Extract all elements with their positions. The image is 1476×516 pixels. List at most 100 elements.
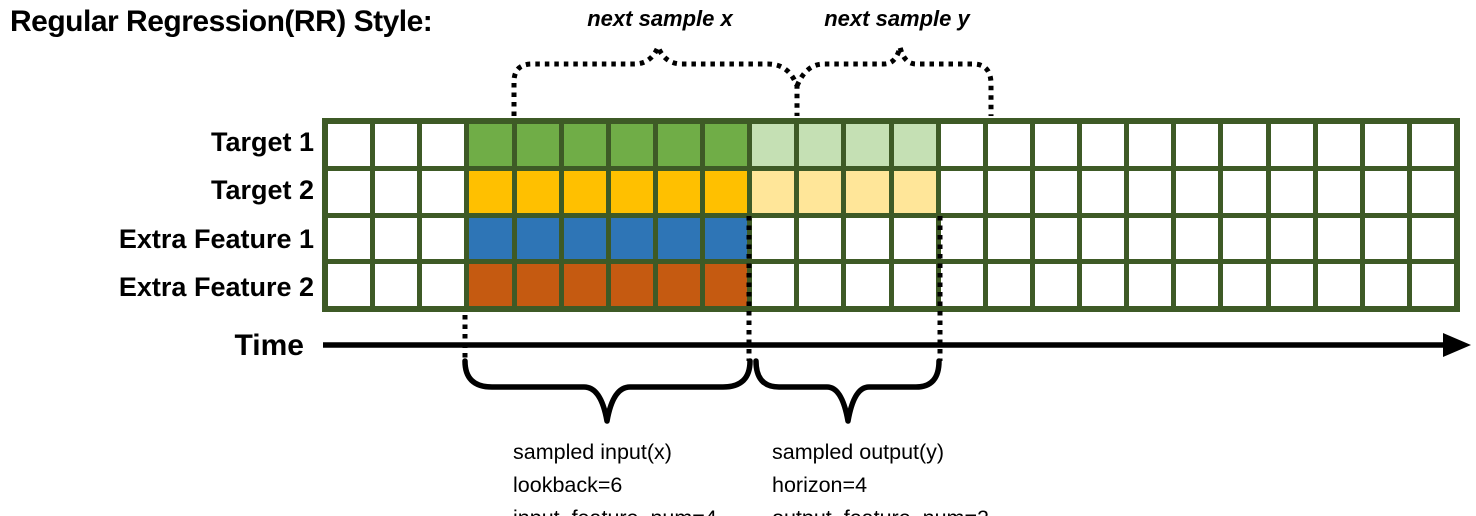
cell-r2-c3	[422, 170, 465, 213]
cell-r3-c15	[987, 217, 1030, 260]
cell-r2-c7	[610, 170, 653, 213]
lookback-value: lookback=6	[513, 473, 623, 497]
row-label-target-2: Target 2	[210, 175, 314, 206]
cell-r3-c7	[610, 217, 653, 260]
cell-r4-c17	[1082, 264, 1125, 306]
cell-r1-c24	[1411, 124, 1454, 166]
sampled-output-note: sampled output(y) horizon=4 output_featu…	[772, 436, 989, 516]
cell-r2-c4	[469, 170, 512, 213]
cell-r1-c5	[516, 124, 559, 166]
cell-r4-c13	[893, 264, 936, 306]
cell-r2-c1	[328, 170, 371, 213]
cell-r4-c14	[940, 264, 983, 306]
cell-r3-c22	[1317, 217, 1360, 260]
cell-r1-c22	[1317, 124, 1360, 166]
cell-r1-c4	[469, 124, 512, 166]
cell-r4-c11	[799, 264, 842, 306]
cell-r2-c21	[1270, 170, 1313, 213]
cell-r3-c18	[1129, 217, 1172, 260]
sampled-input-title: sampled input(x)	[513, 440, 672, 464]
sampled-input-brace	[462, 358, 753, 424]
cell-r4-c22	[1317, 264, 1360, 306]
cell-r3-c24	[1411, 217, 1454, 260]
cell-r1-c14	[940, 124, 983, 166]
cell-r2-c9	[705, 170, 748, 213]
cell-r4-c18	[1129, 264, 1172, 306]
cell-r1-c16	[1034, 124, 1077, 166]
cell-r4-c19	[1176, 264, 1219, 306]
diagram-title: Regular Regression(RR) Style:	[10, 5, 433, 38]
cell-r3-c19	[1176, 217, 1219, 260]
cell-r2-c23	[1364, 170, 1407, 213]
cell-r3-c2	[375, 217, 418, 260]
cell-r2-c14	[940, 170, 983, 213]
cell-r3-c17	[1082, 217, 1125, 260]
cell-r1-c15	[987, 124, 1030, 166]
cell-r1-c20	[1223, 124, 1266, 166]
cell-r3-c20	[1223, 217, 1266, 260]
next-sample-y-brace	[794, 46, 994, 116]
cell-r1-c18	[1129, 124, 1172, 166]
cell-r2-c6	[563, 170, 606, 213]
cell-r1-c7	[610, 124, 653, 166]
cell-r2-c13	[893, 170, 936, 213]
cell-r2-c11	[799, 170, 842, 213]
cell-r2-c24	[1411, 170, 1454, 213]
time-axis-label: Time	[234, 329, 304, 362]
sampled-output-title: sampled output(y)	[772, 440, 945, 464]
cell-r2-c8	[657, 170, 700, 213]
cell-r4-c24	[1411, 264, 1454, 306]
cell-r2-c18	[1129, 170, 1172, 213]
cell-r3-c3	[422, 217, 465, 260]
cell-r3-c14	[940, 217, 983, 260]
cell-r3-c8	[657, 217, 700, 260]
cell-r4-c23	[1364, 264, 1407, 306]
cell-r4-c9	[705, 264, 748, 306]
cell-r2-c5	[516, 170, 559, 213]
cell-r4-c12	[846, 264, 889, 306]
cell-r3-c6	[563, 217, 606, 260]
next-sample-y-label: next sample y	[824, 6, 970, 31]
cell-r1-c21	[1270, 124, 1313, 166]
cell-r1-c11	[799, 124, 842, 166]
row-label-extra-feature-1: Extra Feature 1	[118, 223, 314, 254]
cell-r2-c2	[375, 170, 418, 213]
sampled-output-brace	[753, 358, 942, 424]
time-axis-arrowhead	[1443, 333, 1471, 357]
cell-r3-c5	[516, 217, 559, 260]
cell-r3-c12	[846, 217, 889, 260]
input-feature-num-value: input_feature_num=4	[513, 502, 717, 516]
cell-r1-c2	[375, 124, 418, 166]
row-label-target-1: Target 1	[210, 126, 314, 157]
sampled-input-note: sampled input(x) lookback=6 input_featur…	[513, 436, 717, 516]
cell-r1-c1	[328, 124, 371, 166]
cell-r1-c6	[563, 124, 606, 166]
horizon-value: horizon=4	[772, 473, 868, 497]
cell-r4-c1	[328, 264, 371, 306]
sample-grid	[322, 118, 1460, 312]
cell-r2-c15	[987, 170, 1030, 213]
cell-r4-c5	[516, 264, 559, 306]
cell-r1-c8	[657, 124, 700, 166]
next-sample-x-label: next sample x	[587, 6, 733, 31]
cell-r4-c20	[1223, 264, 1266, 306]
cell-r1-c23	[1364, 124, 1407, 166]
cell-r1-c12	[846, 124, 889, 166]
cell-r3-c13	[893, 217, 936, 260]
cell-r1-c13	[893, 124, 936, 166]
cell-r2-c19	[1176, 170, 1219, 213]
cell-r4-c15	[987, 264, 1030, 306]
output-feature-num-value: output_feature_num=2	[772, 502, 989, 516]
cell-r3-c23	[1364, 217, 1407, 260]
cell-r4-c10	[752, 264, 795, 306]
row-label-extra-feature-2: Extra Feature 2	[118, 272, 314, 303]
cell-r1-c10	[752, 124, 795, 166]
cell-r3-c1	[328, 217, 371, 260]
cell-r4-c6	[563, 264, 606, 306]
cell-r3-c10	[752, 217, 795, 260]
cell-r3-c4	[469, 217, 512, 260]
cell-r2-c20	[1223, 170, 1266, 213]
cell-r3-c11	[799, 217, 842, 260]
cell-r2-c12	[846, 170, 889, 213]
